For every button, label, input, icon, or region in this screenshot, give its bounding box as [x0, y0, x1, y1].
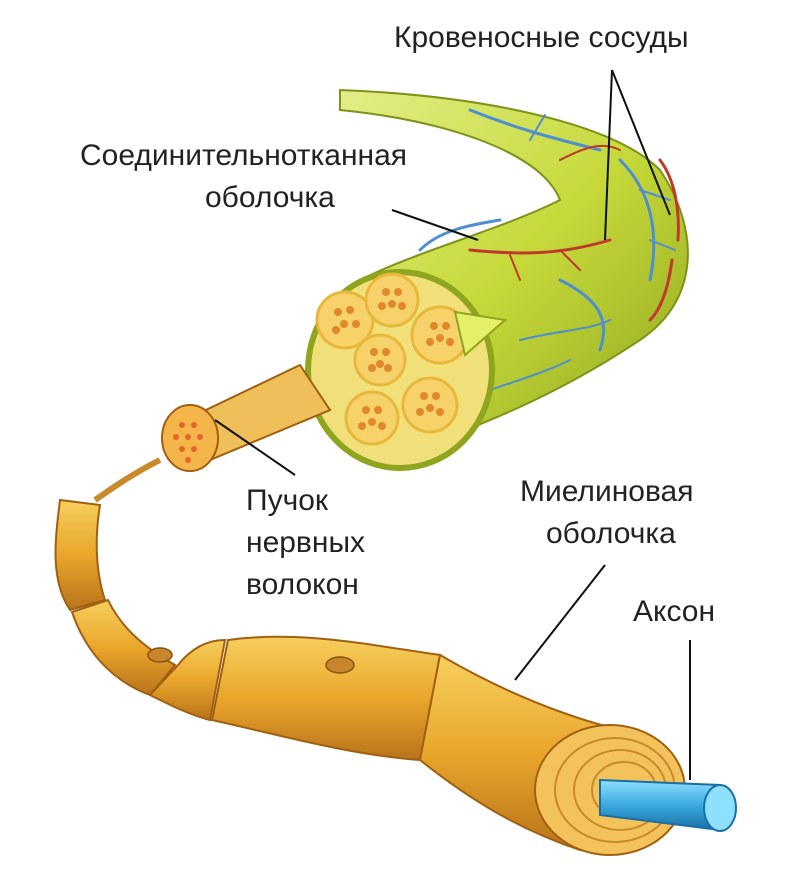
- nerve-fiber-bundle: [93, 363, 332, 503]
- label-blood-vessels: Кровеносные сосуды: [394, 21, 689, 54]
- label-bundle-line2: нервных: [246, 526, 366, 559]
- axon: [599, 778, 737, 832]
- leader-lines: [214, 69, 691, 780]
- label-myelin-line2: оболочка: [546, 517, 676, 550]
- label-bundle-line1: Пучок: [246, 484, 329, 517]
- fascicle-fibers: [332, 288, 454, 430]
- label-connective-sheath-line1: Соединительнотканная: [80, 139, 408, 172]
- label-bundle-line3: волокон: [246, 568, 359, 601]
- label-myelin-line1: Миелиновая: [520, 475, 694, 508]
- schwann-nucleus: [325, 656, 355, 674]
- sheath-flap: [453, 310, 508, 357]
- label-axon: Аксон: [633, 595, 716, 628]
- blood-vessels: [418, 108, 680, 391]
- schwann-nucleus: [147, 647, 173, 663]
- label-connective-sheath-line2: оболочка: [205, 181, 335, 214]
